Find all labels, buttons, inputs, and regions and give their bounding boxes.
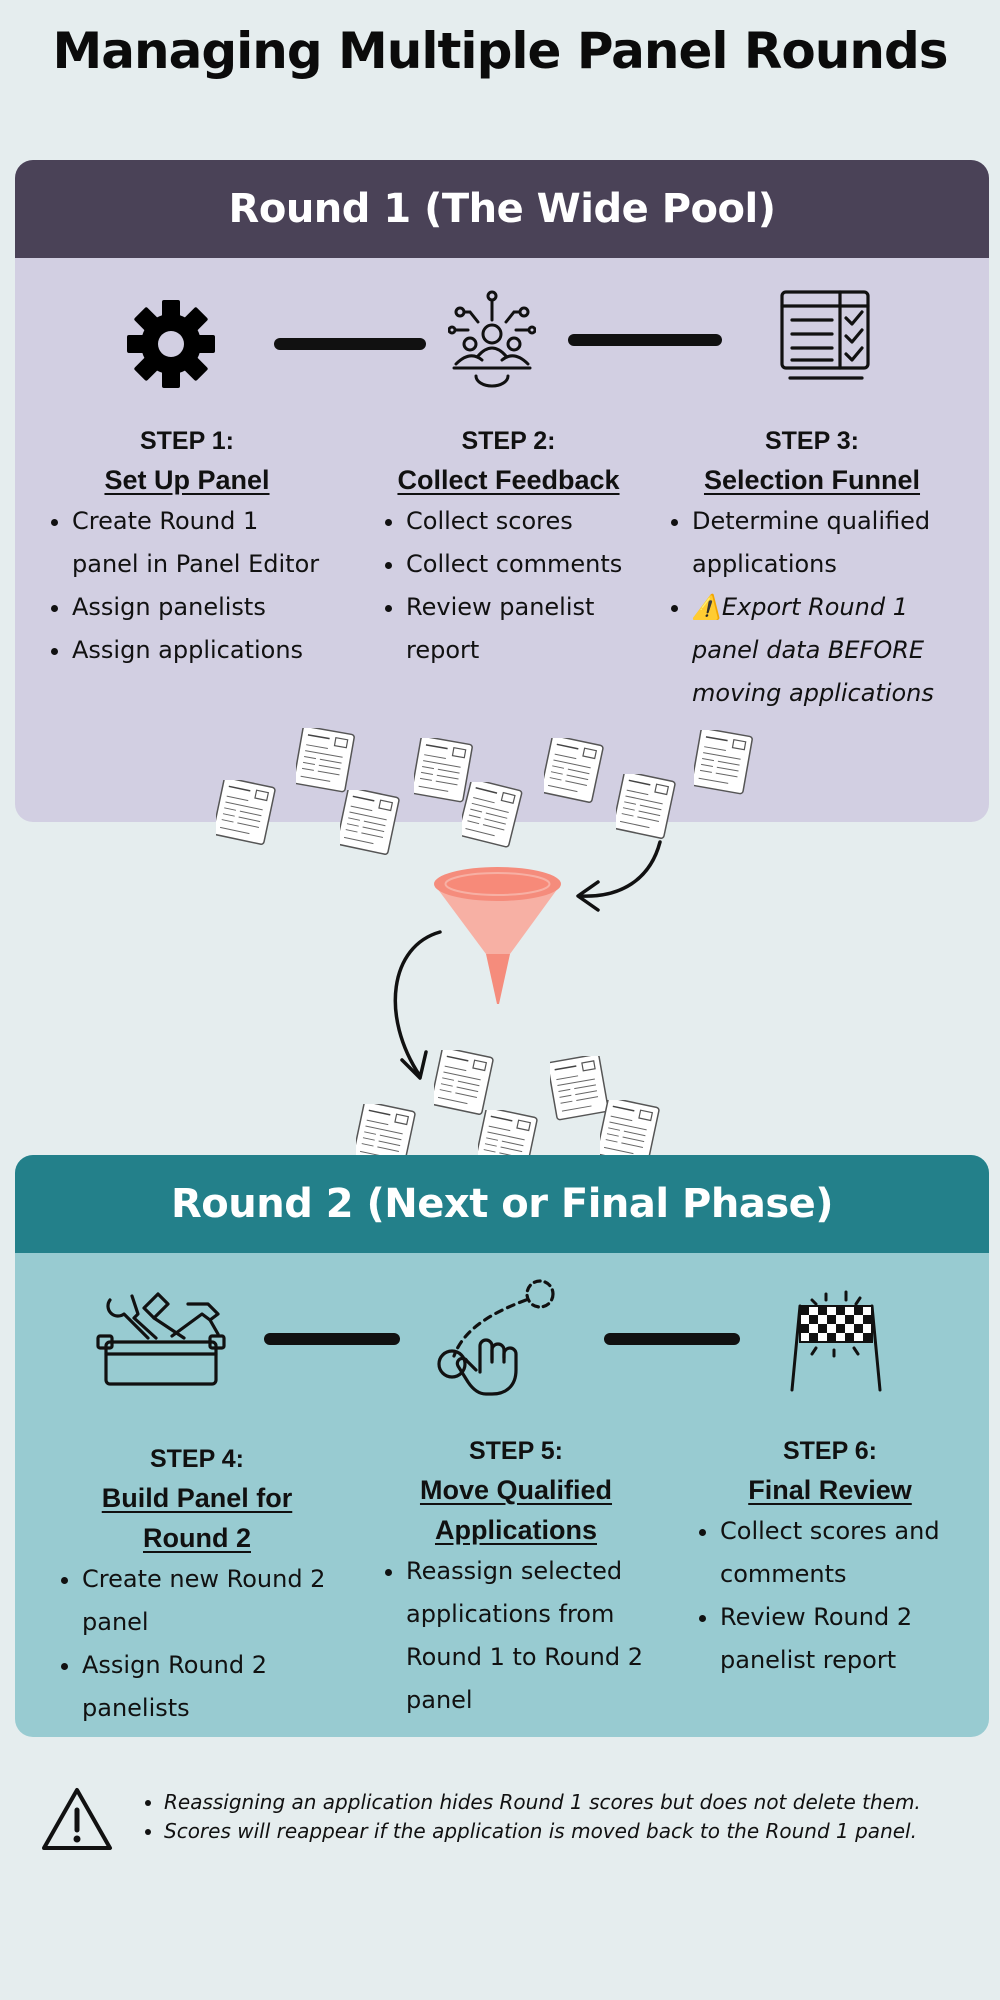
drag-move-icon [437,1279,555,1396]
list-item: Collect scores and comments [720,1510,970,1596]
step-4: STEP 4: Build Panel for Round 2 Create n… [52,1440,342,1730]
step-bullets: Determine qualified applications ⚠️Expor… [662,500,962,715]
application-document-icon [296,728,356,793]
team-network-icon [448,290,536,388]
application-document-icon [462,782,523,849]
step-heading: STEP 3: [764,427,860,455]
connector-line [264,1333,400,1345]
toolbox-icon [96,1292,226,1386]
page-title: Managing Multiple Panel Rounds [52,22,948,80]
step-title-line-1: Move Qualified [419,1475,613,1505]
connector-line [274,338,426,350]
list-item: Assign Round 2 panelists [82,1644,342,1730]
list-item: Collect scores [406,500,641,543]
step-3: STEP 3: Selection Funnel Determine quali… [662,422,962,715]
step-bullets: Reassign selected applications from Roun… [376,1550,656,1722]
step-title: Selection Funnel [703,465,921,495]
step-heading: STEP 2: [461,427,556,455]
application-document-icon [694,730,754,795]
gear-icon [127,300,215,388]
application-document-icon [544,738,605,804]
connector-line [568,334,722,346]
list-item: Collect comments [406,543,641,586]
step-title-line-2: Round 2 [143,1523,251,1553]
step-bullets: Collect scores and comments Review Round… [690,1510,970,1682]
list-item: Create Round 1 panel in Panel Editor [72,500,332,586]
connector-line [604,1333,740,1345]
round-1-panel: Round 1 (The Wide Pool) [15,160,989,822]
step-heading: STEP 5: [468,1437,564,1465]
list-item: Reassign selected applications from Roun… [406,1550,656,1722]
step-title: Set Up Panel [104,465,270,495]
step-title-line-1: Build Panel for [101,1483,293,1513]
list-item: Create new Round 2 panel [82,1558,342,1644]
list-item: Assign applications [72,629,332,672]
step-title-line-2: Applications [434,1515,597,1545]
round-2-header: Round 2 (Next or Final Phase) [15,1155,989,1253]
list-item: Review Round 2 panelist report [720,1596,970,1682]
step-2: STEP 2: Collect Feedback Collect scores … [376,422,641,672]
step-bullets: Create new Round 2 panel Assign Round 2 … [52,1558,342,1730]
step-6: STEP 6: Final Review Collect scores and … [690,1432,970,1682]
step-heading: STEP 1: [139,427,235,455]
step-title: Final Review [748,1475,912,1505]
list-item: Assign panelists [72,586,332,629]
round-1-header: Round 1 (The Wide Pool) [15,160,989,258]
arrow-out-of-funnel [393,930,442,1080]
list-item: ⚠️Export Round 1 panel data BEFORE movin… [692,586,962,715]
round-2-panel: Round 2 (Next or Final Phase) [15,1155,989,1737]
step-heading: STEP 6: [782,1437,878,1465]
step-bullets: Create Round 1 panel in Panel Editor Ass… [42,500,332,672]
step-bullets: Collect scores Collect comments Review p… [376,500,641,672]
checklist-icon [780,290,870,380]
list-item: Determine qualified applications [692,500,962,586]
funnel-icon [434,867,561,1004]
warning-note: Scores will reappear if the application … [164,1817,921,1846]
application-document-icon [216,780,277,846]
step-5: STEP 5: Move Qualified Applications Reas… [376,1432,656,1722]
step-title: Collect Feedback [397,465,620,495]
warning-note: Reassigning an application hides Round 1… [164,1788,921,1817]
step-heading: STEP 4: [149,1445,245,1473]
finish-flag-icon [790,1290,882,1392]
application-document-icon [340,790,401,856]
list-item: Review panelist report [406,586,641,672]
step-1: STEP 1: Set Up Panel Create Round 1 pane… [42,422,332,672]
warning-notes: Reassigning an application hides Round 1… [140,1788,921,1846]
warning-icon [42,1788,112,1850]
arrow-into-funnel [576,840,662,912]
